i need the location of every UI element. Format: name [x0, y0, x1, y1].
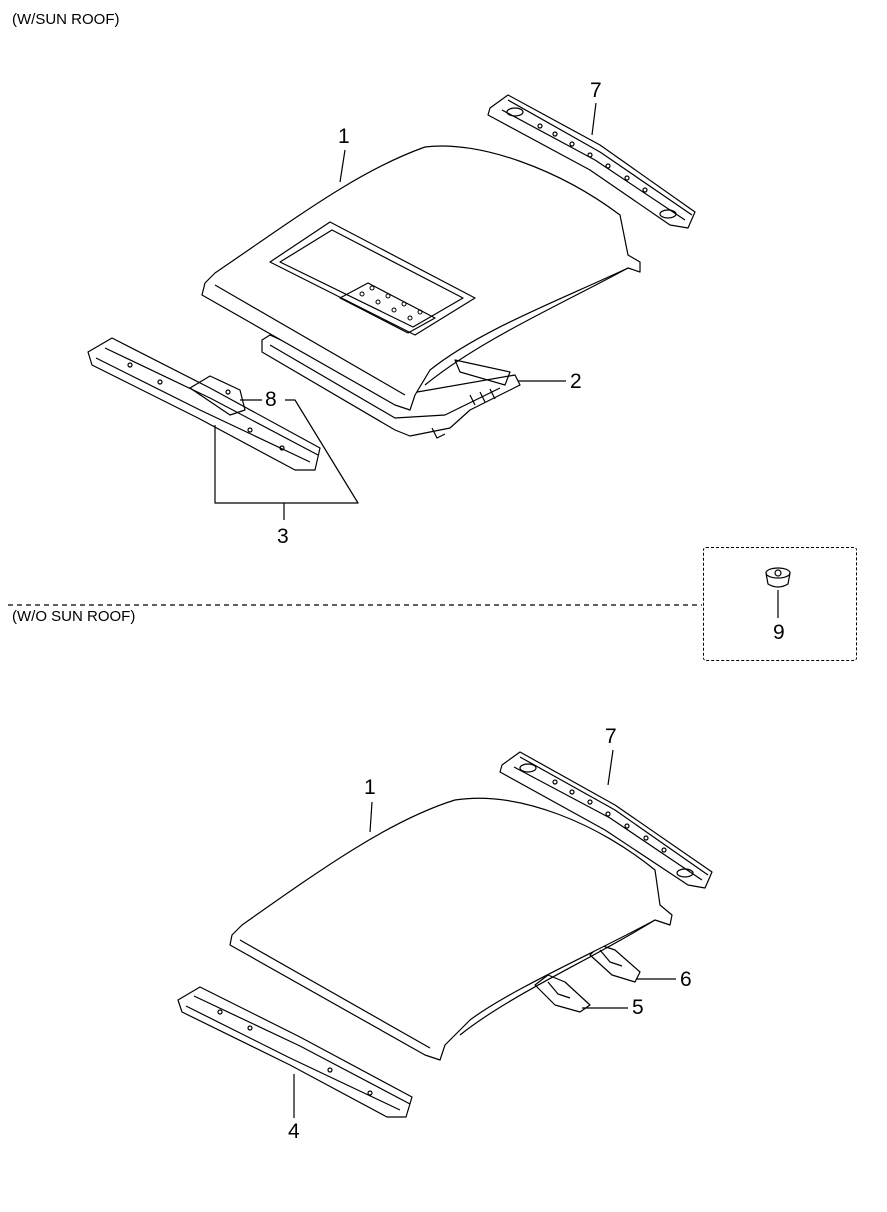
part-bow-front [534, 974, 591, 1013]
callout-rear-rail-bottom: 7 [605, 725, 617, 748]
callout-roof-panel-bottom: 1 [364, 776, 376, 799]
part-rear-rail-bottom [499, 751, 713, 889]
part-roof-panel-sunroof [201, 145, 641, 411]
part-rear-rail-top [487, 94, 696, 229]
section-label-without-sunroof: (W/O SUN ROOF) [12, 608, 136, 625]
callout-rear-rail-top: 7 [590, 79, 602, 102]
part-roof-panel [229, 797, 673, 1061]
callout-front-rail-assembly: 3 [277, 525, 289, 548]
part-clip [765, 567, 791, 588]
part-bow-rear [589, 944, 641, 983]
callout-front-rail: 4 [288, 1120, 300, 1143]
part-front-rail-bottom [177, 986, 413, 1118]
callout-sunroof-frame: 2 [570, 370, 582, 393]
callout-bow-rear: 6 [680, 968, 692, 991]
callout-front-rail-bracket: 8 [265, 388, 277, 411]
callout-bow-front: 5 [632, 996, 644, 1019]
section-label-with-sunroof: (W/SUN ROOF) [12, 11, 120, 28]
part-front-rail-top [87, 337, 321, 471]
clip-detail-box [703, 547, 857, 661]
callout-clip: 9 [773, 621, 785, 644]
callout-roof-panel-top: 1 [338, 125, 350, 148]
